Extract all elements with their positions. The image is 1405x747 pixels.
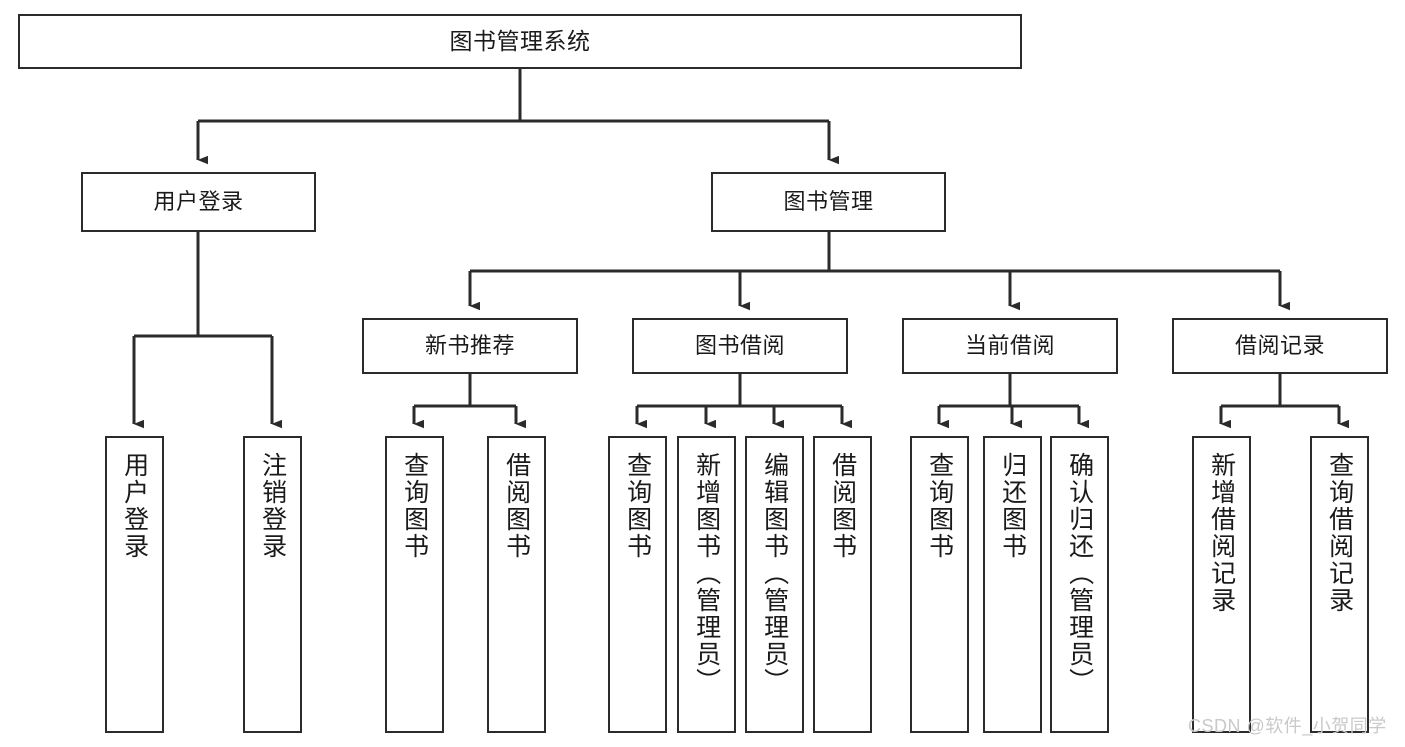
node-leaf-return-book-label: 归还图书 xyxy=(998,452,1027,560)
node-root-label: 图书管理系统 xyxy=(449,27,591,54)
node-leaf-query-book-2[interactable]: 查询图书 xyxy=(608,436,667,733)
node-new-book-recommend[interactable]: 新书推荐 xyxy=(362,318,578,374)
node-leaf-add-book[interactable]: 新增图书（管理员） xyxy=(677,436,736,733)
node-book-management[interactable]: 图书管理 xyxy=(711,172,946,232)
node-new-book-recommend-label: 新书推荐 xyxy=(424,333,515,359)
node-current-borrow-label: 当前借阅 xyxy=(964,333,1055,359)
node-leaf-query-book-3-label: 查询图书 xyxy=(925,452,954,560)
node-book-borrow[interactable]: 图书借阅 xyxy=(632,318,848,374)
node-current-borrow[interactable]: 当前借阅 xyxy=(902,318,1118,374)
node-leaf-edit-book-label: 编辑图书（管理员） xyxy=(760,452,789,695)
node-leaf-confirm-return-label: 确认归还（管理员） xyxy=(1065,452,1094,695)
node-leaf-add-book-label: 新增图书（管理员） xyxy=(692,452,721,695)
node-book-borrow-label: 图书借阅 xyxy=(694,333,785,359)
node-leaf-edit-book[interactable]: 编辑图书（管理员） xyxy=(745,436,804,733)
node-leaf-logout-label: 注销登录 xyxy=(258,452,287,560)
node-user-login-label: 用户登录 xyxy=(153,189,244,215)
node-leaf-query-book-3[interactable]: 查询图书 xyxy=(910,436,969,733)
node-leaf-return-book[interactable]: 归还图书 xyxy=(983,436,1042,733)
node-leaf-query-book-1-label: 查询图书 xyxy=(400,452,429,560)
node-leaf-logout[interactable]: 注销登录 xyxy=(243,436,302,733)
node-leaf-query-book-2-label: 查询图书 xyxy=(623,452,652,560)
node-leaf-user-login[interactable]: 用户登录 xyxy=(105,436,164,733)
csdn-watermark: CSDN @软件_小贺同学 xyxy=(1188,716,1387,736)
node-leaf-confirm-return[interactable]: 确认归还（管理员） xyxy=(1050,436,1109,733)
node-leaf-query-record[interactable]: 查询借阅记录 xyxy=(1310,436,1369,733)
node-leaf-borrow-book-1-label: 借阅图书 xyxy=(502,452,531,560)
node-borrow-record-label: 借阅记录 xyxy=(1234,333,1325,359)
node-book-management-label: 图书管理 xyxy=(783,189,874,215)
node-leaf-borrow-book-2[interactable]: 借阅图书 xyxy=(813,436,872,733)
node-leaf-query-record-label: 查询借阅记录 xyxy=(1325,452,1354,614)
node-leaf-borrow-book-1[interactable]: 借阅图书 xyxy=(487,436,546,733)
node-leaf-add-record-label: 新增借阅记录 xyxy=(1207,452,1236,614)
node-user-login[interactable]: 用户登录 xyxy=(81,172,316,232)
node-leaf-user-login-label: 用户登录 xyxy=(120,452,149,560)
node-leaf-add-record[interactable]: 新增借阅记录 xyxy=(1192,436,1251,733)
node-leaf-borrow-book-2-label: 借阅图书 xyxy=(828,452,857,560)
node-root[interactable]: 图书管理系统 xyxy=(18,14,1022,69)
node-borrow-record[interactable]: 借阅记录 xyxy=(1172,318,1388,374)
node-leaf-query-book-1[interactable]: 查询图书 xyxy=(385,436,444,733)
